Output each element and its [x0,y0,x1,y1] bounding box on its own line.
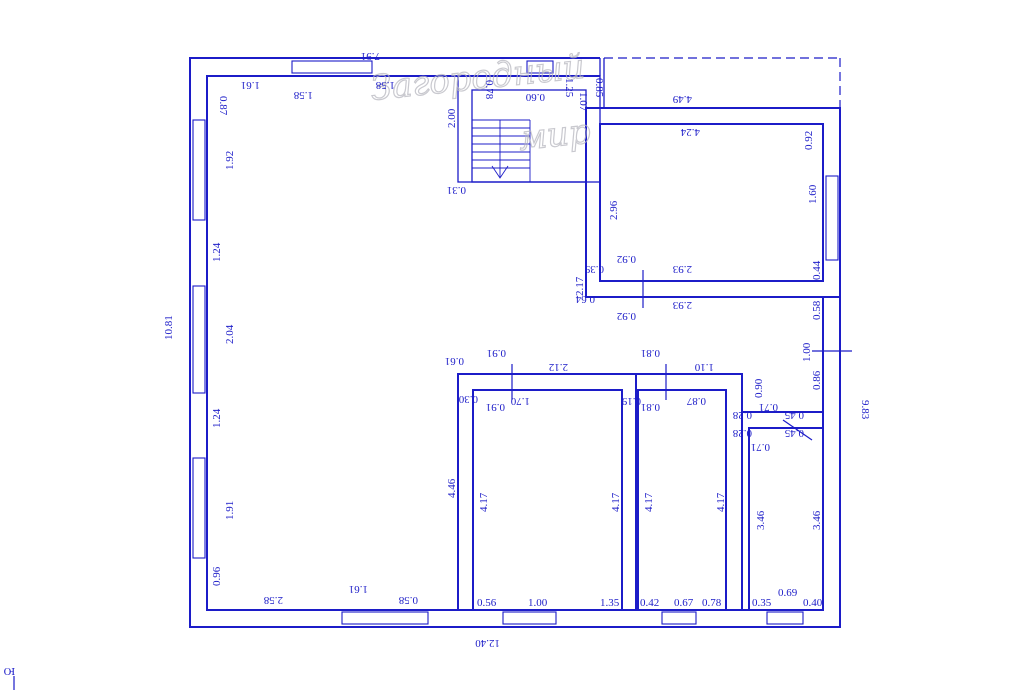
window-left-2 [192,285,206,394]
dim-b3-bottom-1: 0.35 [752,597,772,609]
dim-corridor-2: 2.93 [672,299,692,311]
dim-stair-e: 0.85 [593,78,605,98]
dim-b2-top-2: 1.10 [694,361,714,373]
dim-room-a-left: 2.96 [608,200,620,220]
dim-left-1: 0.87 [217,96,229,116]
dim-room-a-top: 4.24 [680,126,700,138]
dim-b1-right: 4.17 [610,492,622,512]
dim-left-3: 1.24 [211,242,223,262]
dim-stair-a: 0.78 [483,80,495,100]
dim-b3-top-2: 0.71 [759,401,778,413]
window-bottom-3 [661,611,697,625]
dim-right-2: 0.86 [811,370,823,390]
dim-stair-bottom: 0.31 [447,184,466,196]
dim-hall-inner-right: 4.46 [446,478,458,498]
dim-hall-bottom-2: 1.61 [349,583,368,595]
dim-b1-bottom-1: 0.56 [477,597,497,609]
dim-room-a-right-3: 0.44 [811,260,823,280]
dim-b3-right: 3.46 [811,510,823,530]
dim-hall-top-1: 1.61 [241,79,260,91]
dim-room-a-right-2: 1.60 [807,184,819,204]
room-a-walls [585,107,841,308]
dim-b2-left: 4.17 [643,492,655,512]
windows [192,60,839,625]
window-top [291,60,373,74]
dim-left-5: 1.24 [211,408,223,428]
dim-left-6: 1.91 [224,501,236,520]
dim-left-overall: 10.81 [163,315,175,340]
watermark-line-1: Загородный [369,47,587,109]
watermark-line-2: мир [517,112,593,159]
dim-room-a-right-1: 0.92 [803,131,815,150]
dim-room-a-bottom-1: 0.39 [584,263,604,275]
dim-stair-d: 1.07 [577,92,589,112]
dim-right-3: 0.90 [753,378,765,398]
dim-b1-in-door: 0.91 [486,401,505,413]
watermark: Загородный мир [368,46,593,159]
staircase [457,75,601,183]
dim-stair-height: 2.00 [446,108,458,128]
dim-b2-right: 4.17 [715,492,727,512]
window-bottom-1 [341,611,429,625]
dim-bottom-overall: 12.40 [475,637,500,649]
window-stair [526,60,554,74]
dim-b3-left: 3.46 [755,510,767,530]
compass-label: Ю [4,665,15,677]
window-bottom-2 [502,611,557,625]
dim-b1-in-2: 1.70 [510,395,530,407]
dim-room-a-bottom-2: 2.93 [672,263,692,275]
dim-b1-in-1: 0.30 [458,393,478,405]
dim-b3-bottom-2: 0.69 [778,587,798,599]
dim-b2-top-door: 0.81 [641,347,660,359]
dim-b1-bottom-2: 1.00 [528,597,548,609]
dim-hall-bottom-1: 2.58 [263,594,283,606]
dim-hall-top-2: 1.58 [375,79,395,91]
dim-b1-top-2: 2.12 [549,361,568,373]
dim-b2-in-door: 0.81 [641,401,660,413]
bathroom-walls [742,411,824,611]
bedroom-2-walls [636,364,743,611]
dim-b1-top-1: 0.61 [445,355,464,367]
window-left-3 [192,457,206,559]
dim-b3-top-3: 0.45 [784,409,804,421]
dim-b1-top-door: 0.91 [487,347,506,359]
dim-terrace-width: 4.49 [672,93,692,105]
dim-stair-b: 0.60 [525,91,545,103]
window-bottom-4 [766,611,804,625]
dim-b3-bottom-3: 0.40 [803,597,823,609]
dim-b2-in-1: 0.19 [621,395,641,407]
dim-stair-c: 1.25 [563,78,575,98]
terrace-outline [603,57,841,109]
dim-corridor-left: 2.17 [574,276,586,296]
dim-b1-left: 4.17 [478,492,490,512]
bedroom-1-walls [457,364,637,611]
dim-b2-bottom-3: 0.78 [702,597,722,609]
dim-b3-top-1: 0.28 [732,409,752,421]
dim-corridor-door: 0.92 [617,310,636,322]
dim-b3-in-2: 0.71 [751,441,770,453]
dim-b1-bottom-3: 1.35 [600,597,620,609]
dim-b2-bottom-1: 0.42 [640,597,659,609]
dim-right-overall: 9.83 [859,400,871,420]
dim-left-2: 1.92 [224,151,236,170]
dim-right-door: 1.00 [801,342,813,362]
dim-b2-bottom-2: 0.67 [674,597,694,609]
dim-left-7: 0.96 [211,566,223,586]
window-left-1 [192,119,206,221]
dim-corridor-1: 0.64 [575,293,595,305]
dim-hall-top-window: 1.58 [293,89,313,101]
dim-room-a-door: 0.92 [617,253,636,265]
window-right [825,175,839,261]
dim-top-overall: 7.91 [361,50,380,62]
compass: Ю [4,665,15,690]
dim-b3-in-3: 0.45 [784,427,804,439]
dimension-labels: 7.91 10.81 9.83 12.40 1.61 1.58 1.58 2.0… [163,50,871,649]
dim-right-1: 0.58 [811,300,823,320]
dim-left-4: 2.04 [224,324,236,344]
dim-b3-in-1: 0.28 [732,427,752,439]
dim-hall-bottom-3: 0.58 [398,594,418,606]
dim-b2-in-2: 0.87 [686,395,706,407]
